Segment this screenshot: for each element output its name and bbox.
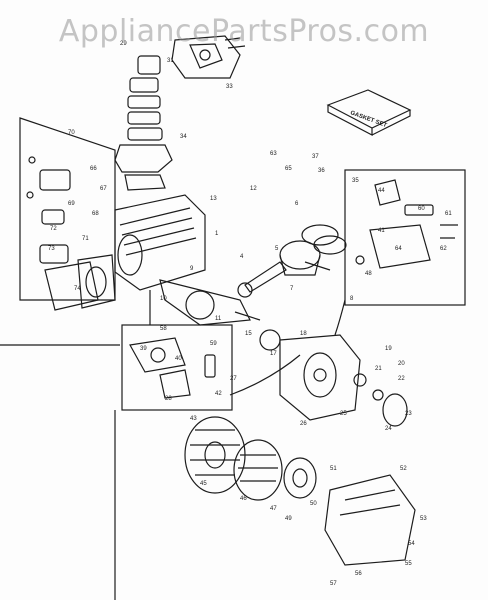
callout-number: 73 (48, 246, 55, 252)
callout-number: 24 (385, 426, 392, 432)
callout-number: 67 (100, 186, 107, 192)
callout-number: 35 (352, 178, 359, 184)
connecting-rod[interactable] (237, 261, 331, 298)
callout-number: 53 (420, 516, 427, 522)
callout-number: 19 (385, 346, 392, 352)
callout-number: 29 (120, 41, 127, 47)
piston-part[interactable] (279, 224, 347, 276)
callout-number: 43 (190, 416, 197, 422)
callout-number: 37 (312, 154, 319, 160)
callout-number: 9 (190, 266, 194, 272)
callout-number: 11 (215, 316, 222, 322)
bearing-seal-group[interactable] (259, 329, 408, 427)
carburetor-inset-frame (121, 324, 233, 411)
crankshaft[interactable] (159, 279, 261, 326)
callout-number: 68 (92, 211, 99, 217)
callout-number: 58 (160, 326, 167, 332)
callout-number: 12 (250, 186, 257, 192)
callout-number: 52 (400, 466, 407, 472)
callout-number: 25 (340, 411, 347, 417)
callout-number: 41 (378, 228, 385, 234)
callout-number: 59 (210, 341, 217, 347)
callout-number: 54 (408, 541, 415, 547)
callout-number: 49 (285, 516, 292, 522)
callout-number: 57 (330, 581, 337, 587)
cylinder-flange-gasket[interactable] (77, 254, 116, 309)
callout-number: 72 (50, 226, 57, 232)
callout-number: 44 (378, 188, 385, 194)
ignition-module-parts[interactable] (355, 179, 458, 269)
starter-cup-screen[interactable] (233, 439, 283, 501)
cylinder-block[interactable] (114, 194, 206, 291)
callout-number: 22 (398, 376, 405, 382)
callout-number: 20 (398, 361, 405, 367)
callout-number: 63 (270, 151, 277, 157)
callout-number: 15 (245, 331, 252, 337)
carburetor-inset-parts[interactable] (129, 337, 216, 399)
callout-number: 39 (140, 346, 147, 352)
callout-number: 55 (405, 561, 412, 567)
callout-layer: 2931333437363544414870637273131261457891… (48, 41, 452, 587)
callout-number: 33 (226, 84, 233, 90)
callout-number: 26 (300, 421, 307, 427)
carburetor-part[interactable] (171, 35, 246, 79)
crankcase[interactable] (279, 334, 361, 421)
gasket-set-box[interactable]: GASKET SET (326, 89, 412, 136)
callout-number: 31 (167, 58, 174, 64)
callout-number: 62 (440, 246, 447, 252)
callout-number: 56 (355, 571, 362, 577)
callout-number: 17 (270, 351, 277, 357)
callout-number: 6 (295, 201, 299, 207)
callout-number: 50 (310, 501, 317, 507)
callout-number: 48 (365, 271, 372, 277)
callout-number: 69 (68, 201, 75, 207)
callout-number: 13 (210, 196, 217, 202)
callout-number: 18 (300, 331, 307, 337)
callout-number: 64 (395, 246, 402, 252)
callout-number: 21 (375, 366, 382, 372)
callout-number: 8 (350, 296, 354, 302)
watermark-text: AppliancePartsPros.com (58, 14, 430, 49)
callout-number: 47 (270, 506, 277, 512)
callout-number: 66 (90, 166, 97, 172)
assembly-lines (0, 290, 346, 600)
callout-number: 4 (240, 254, 244, 260)
callout-number: 36 (318, 168, 325, 174)
callout-number: 7 (290, 286, 294, 292)
callout-number: 1 (215, 231, 219, 237)
callout-number: 65 (285, 166, 292, 172)
callout-number: 34 (180, 134, 187, 140)
callout-number: 27 (230, 376, 237, 382)
callout-number: 51 (330, 466, 337, 472)
callout-number: 42 (215, 391, 222, 397)
callout-number: 46 (240, 496, 247, 502)
left-assembly-frame (19, 117, 116, 301)
callout-number: 74 (74, 286, 81, 292)
callout-number: 23 (405, 411, 412, 417)
callout-number: 45 (200, 481, 207, 487)
recoil-starter-housing[interactable] (324, 474, 416, 566)
carb-gasket-stack[interactable] (114, 55, 173, 191)
starter-pulley[interactable] (283, 457, 317, 499)
callout-number: 61 (445, 211, 452, 217)
callout-number: 70 (68, 130, 75, 136)
callout-number: 60 (418, 206, 425, 212)
callout-number: 28 (165, 396, 172, 402)
left-small-parts[interactable] (26, 156, 99, 311)
callout-number: 5 (275, 246, 279, 252)
callout-number: 10 (160, 296, 167, 302)
callout-number: 71 (82, 236, 89, 242)
ignition-module-frame (344, 169, 466, 306)
callout-number: 40 (175, 356, 182, 362)
